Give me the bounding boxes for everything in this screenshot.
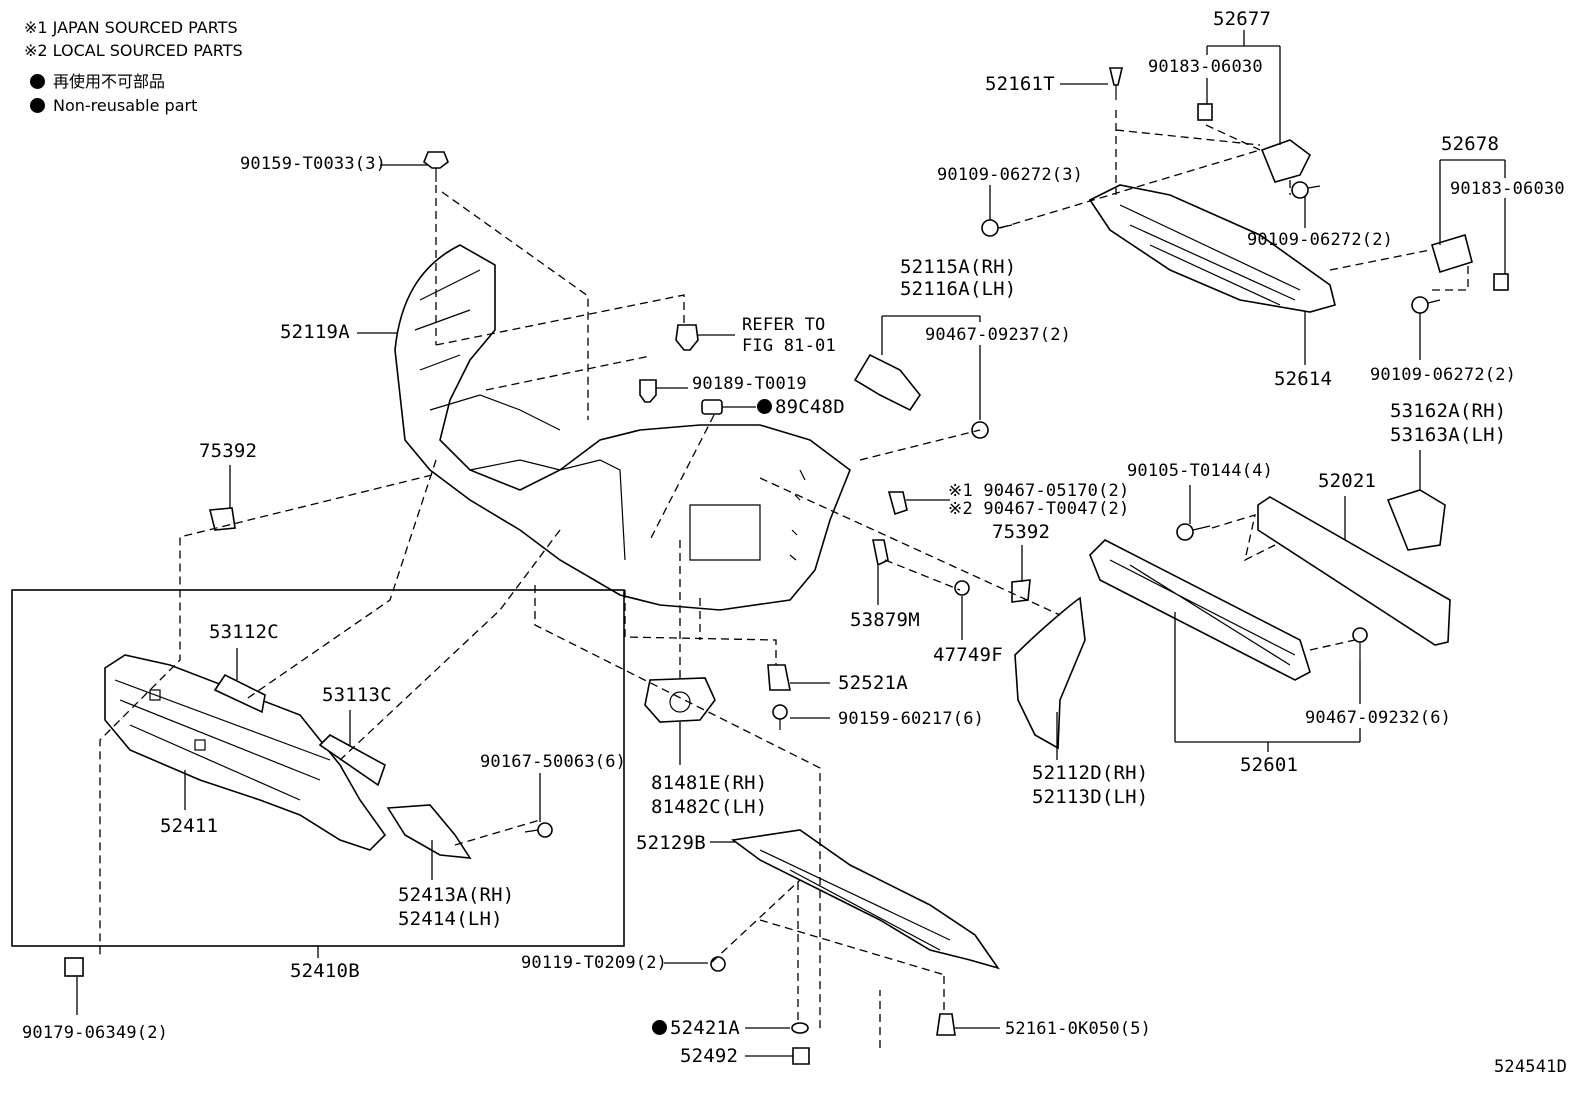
legend-japan-sourced: ※1 JAPAN SOURCED PARTS <box>24 18 238 37</box>
callout-90179-06349[interactable]: 90179-06349(2) <box>22 1023 169 1043</box>
callout-47749F[interactable]: 47749F <box>933 644 1003 666</box>
assembly-box-52410B <box>11 589 625 947</box>
callout-52521A[interactable]: 52521A <box>838 672 908 694</box>
callout-52113D[interactable]: 52113D(LH) <box>1032 786 1149 808</box>
legend-non-reusable-jp-text: 再使用不可部品 <box>53 72 166 91</box>
callout-90467-05170[interactable]: ※1 90467-05170(2) <box>948 481 1130 501</box>
legend-non-reusable-en-text: Non-reusable part <box>53 96 198 115</box>
callout-52119A[interactable]: 52119A <box>280 321 350 343</box>
callout-52411[interactable]: 52411 <box>160 815 219 837</box>
callout-52161-0K050[interactable]: 52161-0K050(5) <box>1005 1019 1152 1039</box>
callout-52421A[interactable]: 52421A <box>652 1017 740 1039</box>
leader-lines <box>76 30 1506 1057</box>
retainer-52112D <box>1014 596 1086 750</box>
legend-local-sourced: ※2 LOCAL SOURCED PARTS <box>24 41 243 60</box>
pad-53112C <box>213 673 266 714</box>
callout-refer-to[interactable]: REFER TO <box>742 315 826 335</box>
callout-89C48D[interactable]: 89C48D <box>757 396 845 418</box>
callout-75392-b[interactable]: 75392 <box>992 521 1051 543</box>
absorber-52411 <box>104 654 387 851</box>
callout-52678[interactable]: 52678 <box>1441 133 1500 155</box>
callout-52601[interactable]: 52601 <box>1240 754 1299 776</box>
cover-81481E <box>644 677 716 723</box>
non-reusable-marker-icon <box>757 399 772 414</box>
absorber-52601 <box>1089 539 1311 681</box>
callout-90119-T0209[interactable]: 90119-T0209(2) <box>521 953 668 973</box>
callout-52677[interactable]: 52677 <box>1213 8 1272 30</box>
callout-90467-09232[interactable]: 90467-09232(6) <box>1305 708 1452 728</box>
reinforcement-52021 <box>1257 496 1451 646</box>
callout-90167-50063[interactable]: 90167-50063(6) <box>480 752 627 772</box>
callout-90109-06272-2-b[interactable]: 90109-06272(2) <box>1370 365 1517 385</box>
callout-89C48D-text: 89C48D <box>775 396 845 418</box>
bracket-52678 <box>1431 233 1473 274</box>
bracket-53162A <box>1386 489 1446 551</box>
callout-52112D[interactable]: 52112D(RH) <box>1032 762 1149 784</box>
bracket-52115A <box>853 353 921 412</box>
callout-90189-T0019[interactable]: 90189-T0019 <box>692 374 807 394</box>
callout-81481E[interactable]: 81481E(RH) <box>651 772 768 794</box>
callout-52021[interactable]: 52021 <box>1318 470 1377 492</box>
callout-52116A[interactable]: 52116A(LH) <box>900 278 1017 300</box>
callout-53163A[interactable]: 53163A(LH) <box>1390 424 1507 446</box>
fasteners <box>64 67 1509 1065</box>
callout-53162A[interactable]: 53162A(RH) <box>1390 400 1507 422</box>
callout-52492[interactable]: 52492 <box>680 1045 739 1067</box>
bumper-retainer-52119A <box>394 244 851 611</box>
callout-75392-a[interactable]: 75392 <box>199 440 258 462</box>
callout-90159-T0033[interactable]: 90159-T0033(3) <box>240 154 387 174</box>
callout-90183-06030-a[interactable]: 90183-06030 <box>1148 57 1263 77</box>
guide-52413A <box>386 804 472 859</box>
callout-53112C[interactable]: 53112C <box>209 621 279 643</box>
callout-52115A[interactable]: 52115A(RH) <box>900 256 1017 278</box>
callout-90183-06030-b[interactable]: 90183-06030 <box>1450 179 1565 199</box>
assembly-lines <box>99 110 1469 1048</box>
support-52614 <box>1088 184 1336 313</box>
callout-52410B[interactable]: 52410B <box>290 960 360 982</box>
callout-90467-09237[interactable]: 90467-09237(2) <box>925 325 1072 345</box>
callout-90159-60217[interactable]: 90159-60217(6) <box>838 709 985 729</box>
non-reusable-dot-icon <box>30 98 45 113</box>
callout-53879M[interactable]: 53879M <box>850 609 920 631</box>
callout-53113C[interactable]: 53113C <box>322 684 392 706</box>
legend-non-reusable-en: Non-reusable part <box>30 96 197 116</box>
legend-non-reusable-jp: 再使用不可部品 <box>30 72 165 92</box>
pad-53113C <box>318 734 386 787</box>
non-reusable-marker-icon <box>652 1020 667 1035</box>
callout-fig-81-01[interactable]: FIG 81-01 <box>742 336 836 356</box>
diagram-id: 524541D <box>1494 1057 1568 1077</box>
callout-81482C[interactable]: 81482C(LH) <box>651 796 768 818</box>
callout-90109-06272-2-a[interactable]: 90109-06272(2) <box>1247 230 1394 250</box>
callout-90467-T0047[interactable]: ※2 90467-T0047(2) <box>948 499 1130 519</box>
callout-52421A-text: 52421A <box>670 1017 740 1039</box>
callout-52614[interactable]: 52614 <box>1274 368 1333 390</box>
callout-52414[interactable]: 52414(LH) <box>398 908 503 930</box>
callout-90105-T0144[interactable]: 90105-T0144(4) <box>1127 461 1274 481</box>
bracket-52677 <box>1260 139 1312 183</box>
callout-90109-06272-3[interactable]: 90109-06272(3) <box>937 165 1084 185</box>
undercover-52129B <box>730 829 1000 970</box>
callout-52161T[interactable]: 52161T <box>985 73 1055 95</box>
non-reusable-dot-icon <box>30 74 45 89</box>
callout-52129B[interactable]: 52129B <box>636 832 706 854</box>
callout-52413A[interactable]: 52413A(RH) <box>398 884 515 906</box>
